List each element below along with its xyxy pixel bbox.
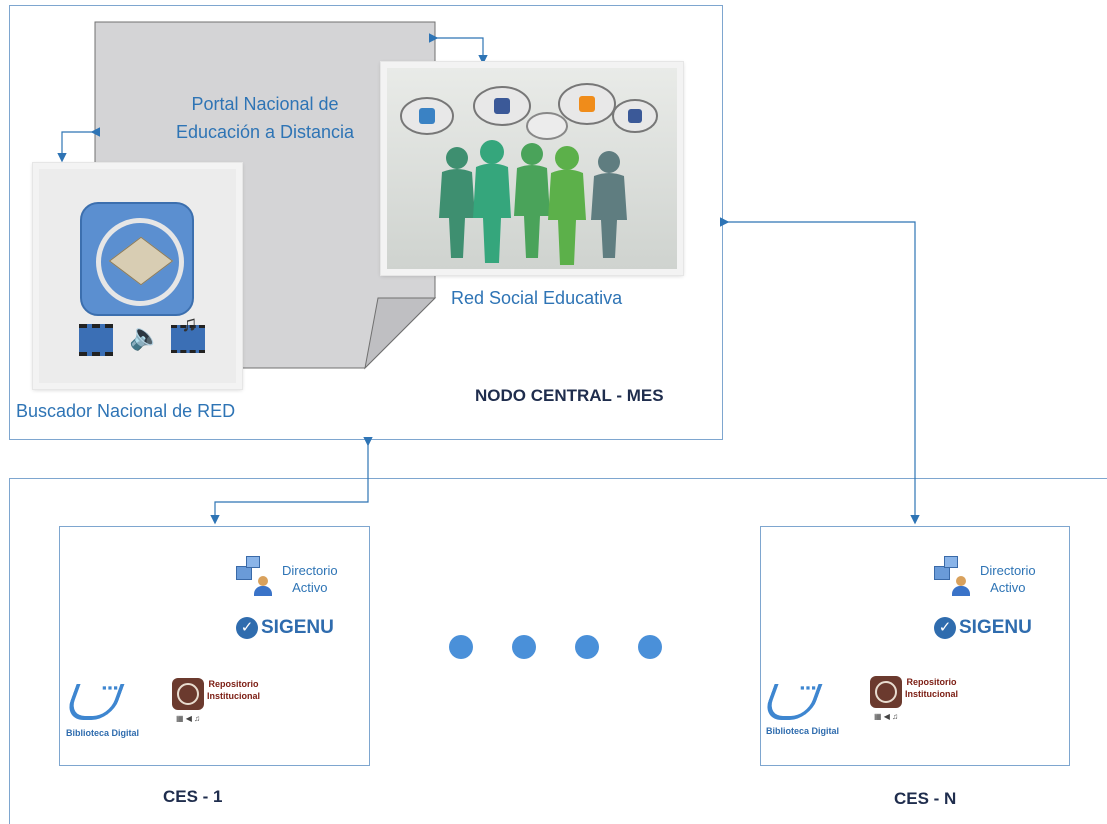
check-circle-icon: ✓ xyxy=(236,617,258,639)
cesn-repository-icon xyxy=(870,676,902,708)
cesn-label: CES - N xyxy=(894,789,957,808)
cesn-library-icon: ▪▪▪ xyxy=(761,676,830,722)
ces1-library-icon: ▪▪▪ xyxy=(63,676,132,722)
cesn-platform-label: Plataforma Educativa xyxy=(811,579,875,611)
search-portal-arrow xyxy=(57,127,101,163)
ellipsis-dot xyxy=(638,635,662,659)
cesn-sigenu-label: SIGENU xyxy=(959,617,1032,638)
ellipsis-dot xyxy=(575,635,599,659)
ces1-repository-label: Repositorio Institucional xyxy=(207,679,261,701)
check-circle-icon: ✓ xyxy=(934,617,956,639)
social-network-label: Red Social Educativa xyxy=(451,288,623,308)
cesn-repository-label: Repositorio Institucional xyxy=(905,677,959,699)
music-film-icon: ♫ xyxy=(171,311,205,353)
chat-bubble-icon xyxy=(400,97,454,135)
social-network-illustration xyxy=(400,83,658,265)
speaker-icon: 🔈 xyxy=(129,321,162,351)
search-engine-tile: 🔈 ♫ xyxy=(33,163,242,389)
chat-bubble-icon xyxy=(473,86,531,126)
central-node-label: NODO CENTRAL - MES xyxy=(475,386,664,405)
box-app-icon xyxy=(80,202,194,316)
ces1-directory-icon xyxy=(236,556,278,596)
cesn-directory-label: Directorio Activo xyxy=(980,563,1036,595)
portal-label: Portal Nacional de Educación a Distancia xyxy=(175,94,355,142)
cesn-library-label: Biblioteca Digital xyxy=(766,726,840,736)
search-engine-label: Buscador Nacional de RED xyxy=(16,401,236,421)
ces1-sigenu-logo: ✓ SIGENU xyxy=(236,616,334,640)
chat-bubble-icon xyxy=(558,83,616,125)
people-icon xyxy=(439,140,627,265)
ces1-platform-label: Plataforma Educativa xyxy=(113,579,177,611)
portal-social-arrow xyxy=(428,33,488,65)
ces1-label: CES - 1 xyxy=(163,787,223,806)
ces1-library-label: Biblioteca Digital xyxy=(66,728,140,738)
ces-region-box xyxy=(9,478,1107,824)
ces1-directory-label: Directorio Activo xyxy=(282,563,338,595)
ces1-repository-icon xyxy=(172,678,204,710)
ces1-sigenu-label: SIGENU xyxy=(261,617,334,638)
cesn-sigenu-logo: ✓ SIGENU xyxy=(934,616,1032,640)
chat-bubble-icon xyxy=(612,99,658,133)
ellipsis-dot xyxy=(449,635,473,659)
cesn-box xyxy=(760,526,1070,766)
cesn-directory-icon xyxy=(934,556,976,596)
social-network-tile xyxy=(381,62,683,275)
film-icon xyxy=(79,324,113,356)
ellipsis-dot xyxy=(512,635,536,659)
central-cesn-arrow xyxy=(719,217,920,525)
ces1-box xyxy=(59,526,370,766)
central-ces1-arrow xyxy=(210,436,373,525)
ces1-media-icons: ▦ ◀ ♫ xyxy=(176,714,201,723)
portal-document-fold xyxy=(364,297,437,370)
cesn-media-icons: ▦ ◀ ♫ xyxy=(874,712,899,721)
